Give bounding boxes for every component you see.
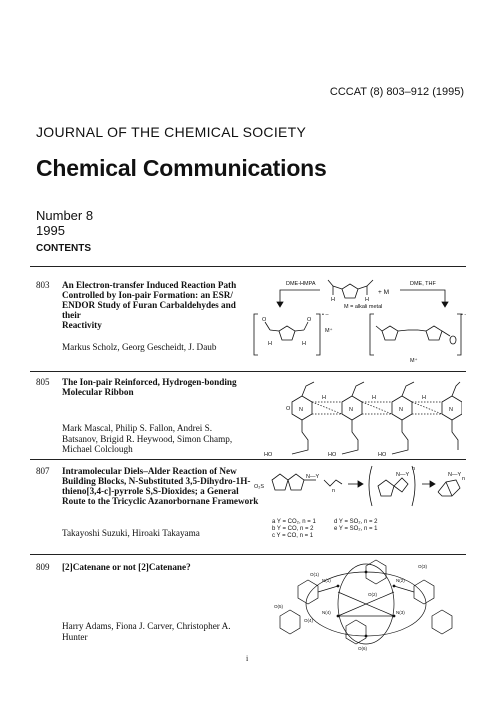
n-y-label: N—Y	[306, 474, 319, 480]
sulfone-label: O₂S	[254, 484, 264, 490]
title-line: Controlled by Ion-pair Formation: an ESR…	[62, 290, 233, 300]
hydrogen-bonded-ribbon-diagram: HO HO HO O H H H N N N N	[264, 381, 462, 458]
n-index-label: n	[412, 466, 415, 472]
reagent-label: DME, THF	[410, 281, 437, 287]
title-line: Building Blocks, N-Substituted 3,5-Dihyd…	[62, 476, 251, 486]
n-index-label: n	[462, 476, 465, 482]
contents-heading: CONTENTS	[36, 243, 91, 254]
title-line: Intramolecular Diels–Alder Reaction of N…	[62, 466, 237, 476]
coden-reference: CCCAT (8) 803–912 (1995)	[329, 86, 464, 98]
atom-label: N(2)	[396, 578, 405, 583]
issue-number-label: Number 8	[36, 208, 94, 223]
issue-number: Number 8 1995	[36, 208, 93, 238]
atom-label: N(4)	[322, 610, 331, 615]
legend-line: c Y = CO, n = 1	[272, 533, 314, 539]
legend-line: a Y = CO₂, n = 1	[272, 519, 316, 525]
atom-label: O(6)	[358, 646, 368, 651]
n-y-label: N—Y	[396, 472, 409, 478]
page-title: Chemical Communications	[36, 155, 327, 181]
entry-authors: Takayoshi Suzuki, Hiroaki Takayama	[62, 528, 200, 538]
author-line: Mark Mascal, Philip S. Fallon, Andrei S.	[62, 423, 213, 433]
atom-label: O(1)	[310, 572, 320, 577]
diels-alder-scheme: O₂S N—Y N—Y N—Y n n n	[254, 465, 465, 507]
author-line: Harry Adams, Fiona J. Carver, Christophe…	[62, 621, 231, 631]
entry-authors: Markus Scholz, Georg Gescheidt, J. Daub	[62, 342, 217, 352]
atom-label: O	[307, 317, 312, 323]
divider	[30, 554, 466, 555]
entry-page-number: 807	[36, 466, 50, 476]
entry-title: An Electron-transfer Induced Reaction Pa…	[62, 280, 252, 330]
atom-label: N	[349, 407, 353, 413]
n-index-label: n	[332, 488, 335, 494]
author-line: Batsanov, Brigid R. Heywood, Simon Champ…	[62, 433, 233, 444]
atom-label: H	[372, 395, 376, 401]
title-line: ENDOR Study of Furan Carbaldehydes and t…	[62, 300, 236, 320]
divider	[30, 371, 466, 372]
atom-label: H	[268, 341, 272, 347]
author-line: Hunter	[62, 631, 88, 642]
atom-label: H	[302, 341, 306, 347]
legend-line: d Y = SO₂, n = 2	[334, 519, 378, 525]
entry-authors: Harry Adams, Fiona J. Carver, Christophe…	[62, 621, 231, 642]
entry-page-number: 809	[36, 562, 50, 572]
catenane-crystal-structure: O(3) N(1) O(1) N(2) O(2) N(4) O(4) N(3) …	[274, 559, 453, 651]
footer-page-number: i	[246, 654, 249, 663]
metal-note: M = alkali metal	[344, 304, 382, 310]
atom-label: O(3)	[418, 564, 428, 569]
legend-line: b Y = CO, n = 2	[272, 526, 314, 532]
entry-title: [2]Catenane or not [2]Catenane?	[62, 562, 191, 572]
title-line: Route to the Tricyclic Azanorbornane Fra…	[62, 496, 259, 506]
atom-label: H	[365, 297, 369, 303]
entry-authors: Mark Mascal, Philip S. Fallon, Andrei S.…	[62, 423, 232, 455]
issue-year: 1995	[36, 223, 65, 238]
title-line: An Electron-transfer Induced Reaction Pa…	[62, 280, 237, 290]
entry-title: Intramolecular Diels–Alder Reaction of N…	[62, 466, 262, 506]
radical-charge: • –	[461, 312, 466, 318]
atom-label: H	[322, 395, 326, 401]
entry-page-number: 803	[36, 280, 50, 290]
counter-ion: M⁺	[325, 327, 333, 334]
title-line: thieno[3,4-c]-pyrrole S,S-Dioxides; a Ge…	[62, 486, 239, 496]
atom-label: H	[422, 395, 426, 401]
entry-title: The Ion-pair Reinforced, Hydrogen-bondin…	[62, 377, 252, 397]
substituent-legend-left: a Y = CO₂, n = 1 b Y = CO, n = 2 c Y = C…	[272, 519, 316, 540]
hydroxyl-label: HO	[378, 452, 387, 458]
atom-label: N(3)	[396, 610, 405, 615]
divider	[30, 266, 466, 267]
entry-page-number: 805	[36, 377, 50, 387]
substituent-legend-right: d Y = SO₂, n = 2 e Y = SO₂, n = 1	[334, 519, 377, 533]
journal-name: JOURNAL OF THE CHEMICAL SOCIETY	[36, 124, 307, 140]
atom-label: N	[299, 407, 303, 413]
legend-line: e Y = SO₂, n = 1	[334, 526, 378, 532]
atom-label: O	[286, 406, 291, 412]
plus-metal: + M	[378, 289, 389, 296]
author-line: Michael Colclough	[62, 444, 133, 454]
hydroxyl-label: HO	[328, 452, 337, 458]
hydroxyl-label: HO	[264, 452, 273, 458]
reagent-label: DME-HMPA	[286, 281, 316, 287]
atom-label: H	[331, 297, 335, 303]
title-line: Molecular Ribbon	[62, 387, 134, 397]
atom-label: O(4)	[304, 618, 314, 623]
atom-label: N	[449, 407, 453, 413]
title-line: Reactivity	[62, 320, 102, 330]
atom-label: O(5)	[274, 604, 284, 609]
counter-ion: M⁺	[410, 357, 418, 364]
atom-label: N(1)	[322, 578, 331, 583]
radical-charge: • –	[322, 312, 329, 318]
atom-label: O(2)	[368, 592, 378, 597]
title-line: The Ion-pair Reinforced, Hydrogen-bondin…	[62, 377, 237, 387]
atom-label: N	[399, 407, 403, 413]
atom-label: O	[262, 317, 267, 323]
furan-reaction-scheme: DME-HMPA DME, THF + M M = alkali metal H…	[253, 279, 466, 364]
divider	[30, 459, 466, 460]
n-y-label: N—Y	[448, 472, 461, 478]
